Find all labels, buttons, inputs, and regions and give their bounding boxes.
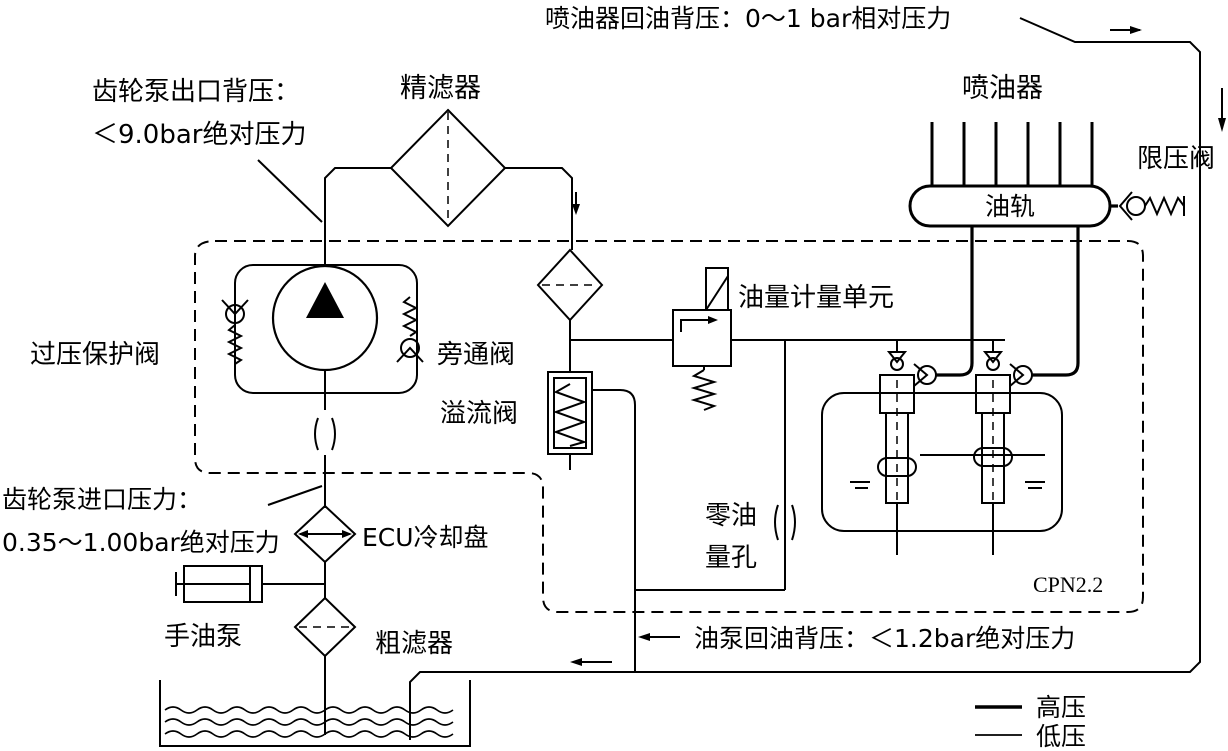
injector-return-label: 喷油器回油背压：0～1 bar相对压力 bbox=[545, 4, 951, 33]
bypass-valve-icon bbox=[396, 296, 424, 363]
gear-pump-outlet-leader bbox=[257, 159, 323, 223]
fuel-tank-icon bbox=[159, 680, 471, 747]
overpressure-valve-icon bbox=[221, 299, 249, 365]
plunger-left-icon bbox=[850, 340, 937, 555]
overflow-return-line bbox=[592, 389, 636, 672]
bypass-valve-label: 旁通阀 bbox=[437, 340, 515, 370]
injector-lines bbox=[930, 122, 1094, 186]
ecu-cooling-label: ECU冷却盘 bbox=[362, 523, 489, 552]
zero-orifice-icon bbox=[774, 504, 796, 541]
rail-label: 油轨 bbox=[985, 192, 1035, 221]
ecu-cooling-icon bbox=[293, 504, 357, 564]
overpressure-valve-label: 过压保护阀 bbox=[30, 340, 160, 370]
coarse-filter-icon bbox=[293, 596, 357, 658]
zero-orifice-label-2: 量孔 bbox=[705, 543, 757, 573]
hand-pump-label: 手油泵 bbox=[164, 622, 242, 652]
overflow-valve-label: 溢流阀 bbox=[440, 399, 518, 429]
coarse-filter-label: 粗滤器 bbox=[375, 629, 453, 659]
pump-triangle-icon bbox=[306, 282, 344, 318]
overflow-valve-icon bbox=[547, 371, 593, 455]
zero-orifice-label-1: 零油 bbox=[705, 501, 757, 531]
gear-pump-outlet-label-1: 齿轮泵出口背压： bbox=[92, 77, 300, 107]
fine-filter-inlet-line bbox=[324, 167, 391, 245]
pump-inlet-orifice-icon bbox=[314, 417, 336, 451]
plunger-right-icon bbox=[973, 340, 1045, 555]
legend: 高压 低压 bbox=[975, 693, 1086, 751]
hand-pump-icon bbox=[175, 565, 325, 603]
filter-to-metering-line bbox=[569, 320, 673, 341]
hp-line-right bbox=[1032, 226, 1080, 377]
cpn-pump-boundary bbox=[194, 240, 1144, 613]
fine-filter-label: 精滤器 bbox=[400, 73, 481, 104]
injector-label: 喷油器 bbox=[962, 73, 1043, 104]
pump-model-label: CPN2.2 bbox=[1033, 572, 1103, 597]
tank-waves bbox=[164, 706, 454, 738]
gear-pump-inlet-label-1: 齿轮泵进口压力： bbox=[2, 485, 202, 514]
pressure-limit-valve-icon bbox=[1110, 191, 1185, 221]
pressure-limit-valve-label: 限压阀 bbox=[1137, 144, 1215, 174]
legend-high-label: 高压 bbox=[1036, 693, 1086, 722]
plunger-housing bbox=[821, 392, 1063, 532]
gear-pump-inlet-leader bbox=[267, 485, 323, 506]
fine-filter-icon bbox=[389, 108, 507, 228]
legend-low-label: 低压 bbox=[1036, 722, 1086, 751]
hp-line-left bbox=[936, 226, 974, 377]
gear-pump-outlet-label-2: ＜9.0bar绝对压力 bbox=[92, 120, 306, 150]
injector-return-line bbox=[409, 17, 1226, 740]
metering-unit-label: 油量计量单元 bbox=[738, 283, 894, 313]
gear-pump-inlet-label-2: 0.35～1.00bar绝对压力 bbox=[2, 528, 280, 557]
pump-return-label: 油泵回油背压：＜1.2bar绝对压力 bbox=[694, 624, 1075, 653]
metering-unit-icon bbox=[672, 267, 732, 411]
fine-filter-outlet-line bbox=[505, 167, 573, 250]
inner-filter-icon bbox=[536, 248, 604, 322]
